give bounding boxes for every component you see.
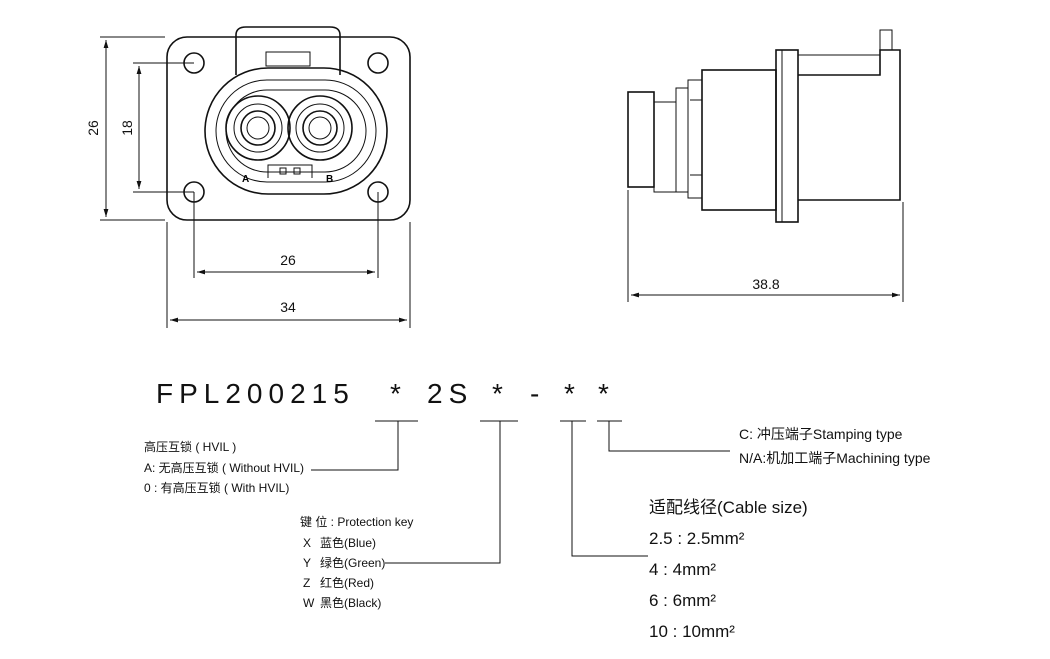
- mounting-hole-top-right: [367, 52, 389, 74]
- slot2-leader: [385, 421, 501, 564]
- slot1-leader: [311, 421, 399, 471]
- cable-title: 适配线径(Cable size): [649, 498, 808, 517]
- hvil-option-0: 0 : 有高压互锁 ( With HVIL): [144, 481, 290, 495]
- hvil-title: 高压互锁 ( HVIL ): [144, 440, 237, 454]
- slot4-leader: [608, 421, 730, 452]
- key-code-z: Z: [303, 576, 311, 590]
- part-number-slot2: *: [492, 378, 509, 409]
- latch: [235, 26, 341, 75]
- pin-a-marking: A: [242, 174, 249, 185]
- front-body: [798, 49, 901, 201]
- key-label-w: 黑色(Black): [320, 596, 382, 610]
- key-slot-detail-1: [279, 167, 287, 175]
- part-number-prefix: FPL200215: [156, 378, 355, 409]
- latch-side: [879, 29, 893, 50]
- dim-depth: 38.8: [752, 276, 779, 292]
- cable-option-2-5: 2.5 : 2.5mm²: [649, 529, 745, 548]
- terminal-option-c: C: 冲压端子Stamping type: [739, 426, 903, 442]
- side-flange: [775, 49, 799, 223]
- rear-body: [653, 101, 677, 193]
- part-number-slot3: *: [564, 378, 581, 409]
- dim-height-inner: 18: [119, 120, 135, 136]
- key-code-y: Y: [303, 556, 312, 570]
- rear-body-3: [687, 79, 703, 199]
- rear-body-2: [675, 87, 689, 193]
- cable-option-10: 10 : 10mm²: [649, 622, 735, 641]
- housing-inner: [215, 79, 377, 183]
- dim-width-outer: 34: [280, 299, 296, 315]
- key-code-w: W: [303, 596, 315, 610]
- part-number-middle: 2S: [427, 378, 474, 409]
- rear-plug: [627, 91, 655, 188]
- key-label-y: 绿色(Green): [320, 556, 386, 570]
- mid-body: [701, 69, 777, 211]
- pin-a: [225, 95, 291, 161]
- key-code-x: X: [303, 536, 312, 550]
- terminal-option-na: N/A:机加工端子Machining type: [739, 450, 931, 466]
- slot3-leader: [571, 421, 648, 557]
- pin-b-marking: B: [326, 174, 333, 185]
- housing-outer: [204, 67, 388, 195]
- cable-option-4: 4 : 4mm²: [649, 560, 717, 579]
- part-number-dash: -: [530, 378, 546, 409]
- latch-tab: [265, 51, 311, 67]
- key-slot-detail-2: [293, 167, 301, 175]
- key-title: 键 位 : Protection key: [300, 515, 414, 529]
- key-label-z: 红色(Red): [320, 576, 375, 590]
- key-slot: [267, 164, 313, 178]
- part-number-slot4: *: [598, 378, 615, 409]
- part-number-slot1: *: [390, 378, 407, 409]
- side-view: 38.8: [627, 29, 904, 302]
- flange-outline: [166, 36, 411, 221]
- dim-height-outer: 26: [85, 120, 101, 136]
- cable-option-6: 6 : 6mm²: [649, 591, 717, 610]
- leader-lines: [311, 420, 730, 564]
- hvil-option-a: A: 无高压互锁 ( Without HVIL): [144, 461, 305, 475]
- key-label-x: 蓝色(Blue): [320, 536, 377, 550]
- pin-b: [287, 95, 353, 161]
- dim-hole-spacing: 26: [280, 252, 296, 268]
- front-view: A B 26 18 26 34: [85, 26, 411, 328]
